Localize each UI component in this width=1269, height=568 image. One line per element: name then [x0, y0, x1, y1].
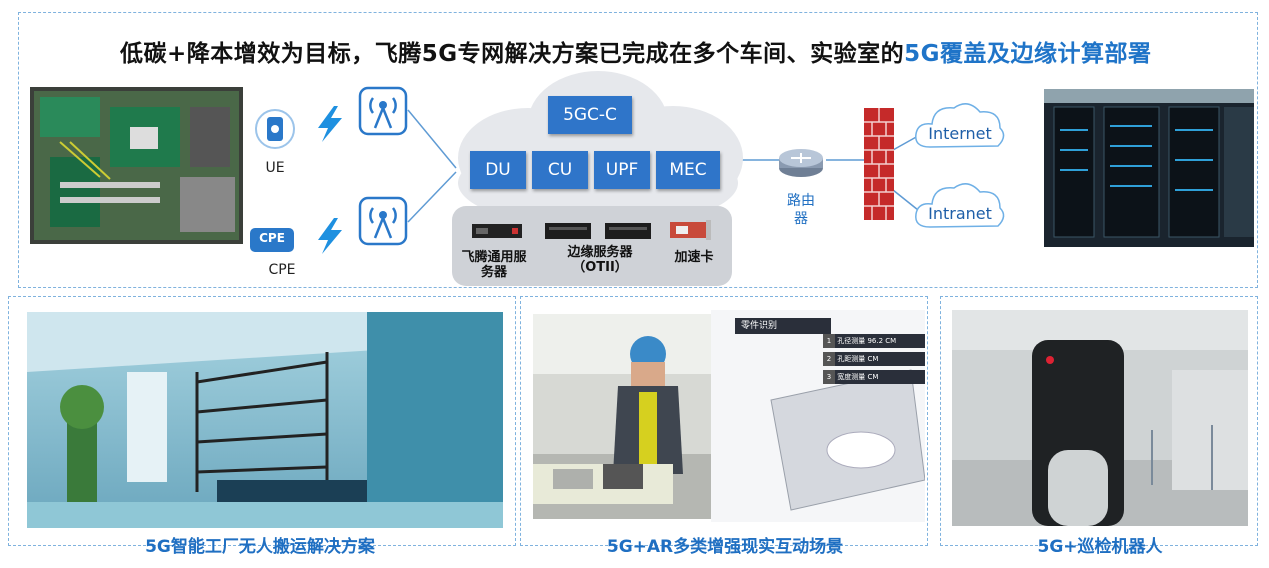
intranet-label: Intranet	[928, 204, 992, 223]
base-station-antenna-icon	[358, 196, 408, 246]
ar-row-number: 1	[823, 334, 835, 348]
robot-section-frame	[940, 296, 1258, 546]
cpe-device-icon: CPE	[248, 226, 296, 254]
ue-label: UE	[265, 160, 285, 176]
core-cu-block: CU	[532, 151, 588, 189]
ar-row-text: 宽度测量 CM	[837, 373, 879, 381]
accelerator-card-icon	[670, 218, 712, 242]
core-5gc-block: 5GC-C	[548, 96, 632, 134]
edge-server-label: 边缘服务器（OTII）	[567, 245, 633, 275]
intranet-cloud-icon	[910, 172, 1010, 242]
top-section-frame	[18, 12, 1258, 288]
ar-row-text: 孔距测量 CM	[837, 355, 879, 363]
page-title: 低碳+降本增效为目标，飞腾5G专网解决方案已完成在多个车间、实验室的5G覆盖及边…	[120, 34, 1240, 68]
title-highlight-text: 5G覆盖及边缘计算部署	[904, 41, 1152, 67]
ar-row-text: 孔径测量 96.2 CM	[837, 337, 897, 345]
server-motherboard-photo	[30, 87, 243, 244]
server-racks-photo	[1044, 89, 1254, 247]
ar-row-number: 3	[823, 370, 835, 384]
core-du-block: DU	[470, 151, 526, 189]
accelerator-card-label: 加速卡	[674, 250, 714, 265]
ar-row-number: 2	[823, 352, 835, 366]
ar-panel-header: 零件识别	[735, 318, 831, 334]
firewall-icon	[864, 108, 894, 220]
ar-measure-row: 1 孔径测量 96.2 CM	[823, 334, 925, 348]
ar-caption: 5G+AR多类增强现实互动场景	[606, 537, 844, 557]
cpe-label: CPE	[268, 262, 296, 278]
connection-lines	[407, 109, 919, 223]
agv-section-frame	[8, 296, 516, 546]
general-server-icon	[472, 222, 522, 240]
hardware-tray	[452, 206, 732, 286]
internet-cloud-icon	[910, 92, 1010, 162]
ar-overlay-screen: 零件识别 1 孔径测量 96.2 CM 2 孔距测量 CM 3 宽度测量 CM	[711, 310, 925, 522]
inspection-robot-photo	[952, 310, 1248, 526]
wireless-bolt-icon	[312, 104, 348, 144]
wireless-bolt-icon	[312, 216, 348, 256]
general-server-label: 飞腾通用服务器	[461, 250, 527, 280]
router-label: 路由器	[787, 193, 815, 227]
ar-measure-row: 2 孔距测量 CM	[823, 352, 925, 366]
router-icon	[776, 144, 826, 180]
agv-factory-photo	[27, 312, 503, 528]
ar-section-frame	[520, 296, 928, 546]
cpe-badge-text: CPE	[259, 231, 285, 245]
ue-phone-icon	[254, 108, 296, 150]
core-upf-block: UPF	[594, 151, 650, 189]
internet-label: Internet	[928, 124, 992, 143]
base-station-antenna-icon	[358, 86, 408, 136]
robot-caption: 5G+巡检机器人	[1037, 537, 1163, 557]
ar-worker-photo	[533, 314, 711, 519]
core-mec-block: MEC	[656, 151, 720, 189]
ar-panel-header-text: 零件识别	[741, 321, 778, 331]
title-main-text: 低碳+降本增效为目标，飞腾5G专网解决方案已完成在多个车间、实验室的	[120, 41, 905, 67]
edge-server-icon	[545, 220, 655, 242]
agv-caption: 5G智能工厂无人搬运解决方案	[145, 537, 375, 557]
ar-measure-row: 3 宽度测量 CM	[823, 370, 925, 384]
